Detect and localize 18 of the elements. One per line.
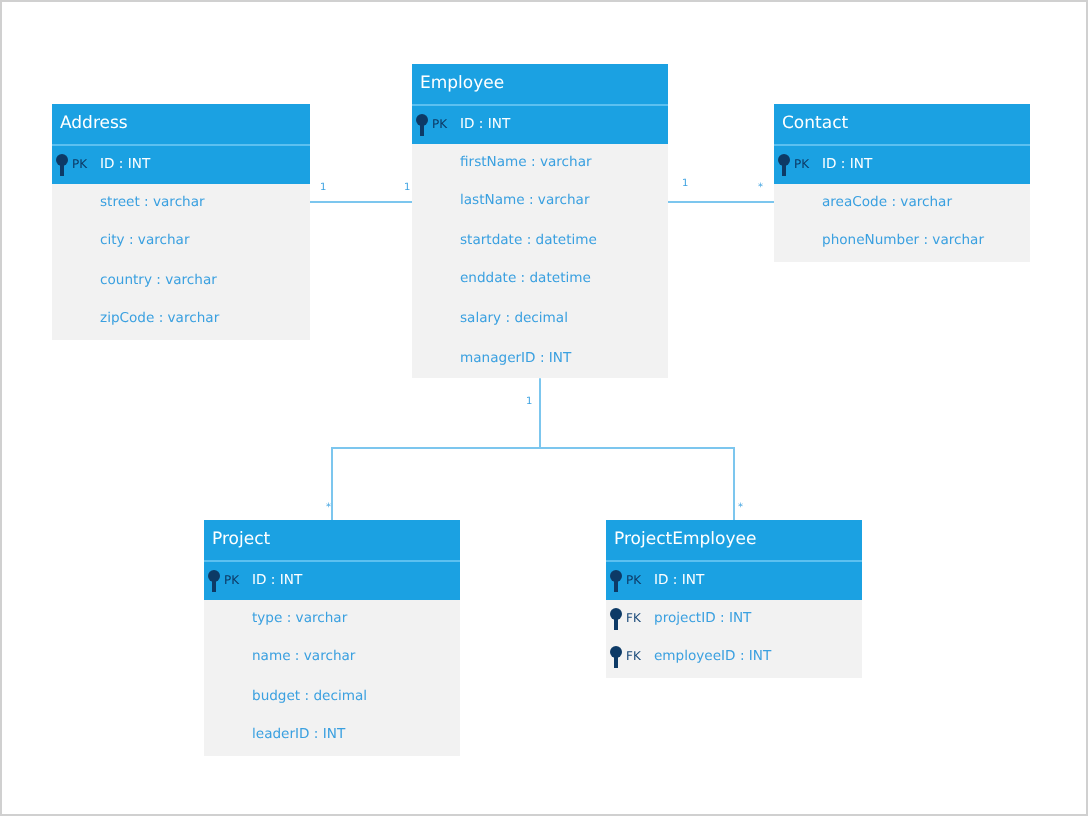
entity-table (204, 520, 460, 756)
table-title: Project (204, 520, 460, 560)
connector-line (667, 201, 775, 203)
entity-table (606, 520, 862, 678)
entity-table (774, 104, 1030, 262)
table-title: Employee (412, 64, 668, 104)
table-title: ProjectEmployee (606, 520, 862, 560)
field-row (52, 144, 310, 184)
entity-table (412, 64, 668, 379)
connector-line (539, 377, 735, 521)
entity-table (52, 104, 310, 340)
connector-line (309, 201, 413, 203)
table-title: Address (52, 104, 310, 144)
field-row (204, 560, 460, 600)
field-row (774, 144, 1030, 184)
field-row (412, 104, 668, 144)
field-row (606, 560, 862, 600)
table-title: Contact (774, 104, 1030, 144)
